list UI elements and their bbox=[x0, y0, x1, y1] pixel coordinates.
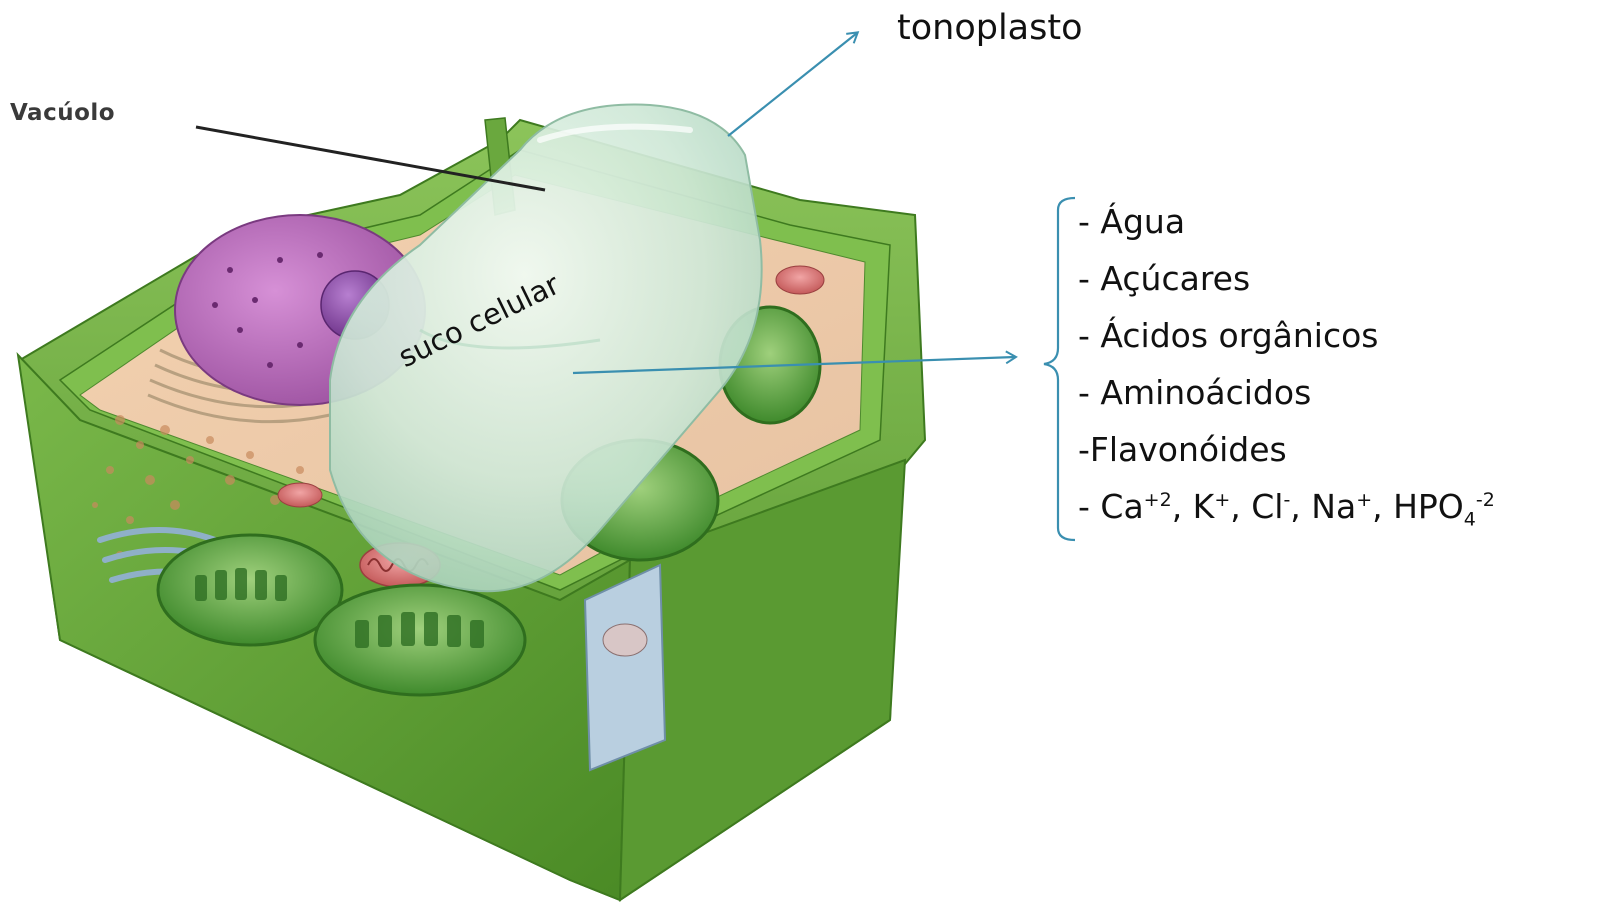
cell-wall-pit bbox=[585, 565, 665, 770]
vacuole-components-list: - Água - Açúcares - Ácidos orgânicos - A… bbox=[1078, 198, 1495, 540]
component-aminoacidos: - Aminoácidos bbox=[1078, 369, 1495, 426]
label-tonoplasto: tonoplasto bbox=[897, 8, 1083, 48]
ion-prefix: - Ca bbox=[1078, 487, 1144, 526]
component-ions: - Ca+2, K+, Cl-, Na+, HPO4-2 bbox=[1078, 483, 1495, 540]
label-vacuolo: Vacúolo bbox=[10, 100, 115, 126]
k-charge: + bbox=[1214, 489, 1230, 511]
component-acidos-organicos: - Ácidos orgânicos bbox=[1078, 312, 1495, 369]
ion-sep-na: , Na bbox=[1290, 487, 1356, 526]
hpo-charge: -2 bbox=[1476, 489, 1495, 511]
ion-sep-k: , K bbox=[1172, 487, 1215, 526]
component-agua: - Água bbox=[1078, 198, 1495, 255]
tonoplasto-arrow bbox=[728, 33, 857, 136]
components-brace bbox=[1044, 198, 1075, 540]
ion-sep-cl: , Cl bbox=[1230, 487, 1283, 526]
component-acucares: - Açúcares bbox=[1078, 255, 1495, 312]
ca-charge: +2 bbox=[1144, 489, 1172, 511]
ion-sep-hpo: , HPO bbox=[1372, 487, 1464, 526]
component-flavonoides: -Flavonóides bbox=[1078, 426, 1495, 483]
hpo-subscript: 4 bbox=[1464, 509, 1476, 531]
na-charge: + bbox=[1356, 489, 1372, 511]
